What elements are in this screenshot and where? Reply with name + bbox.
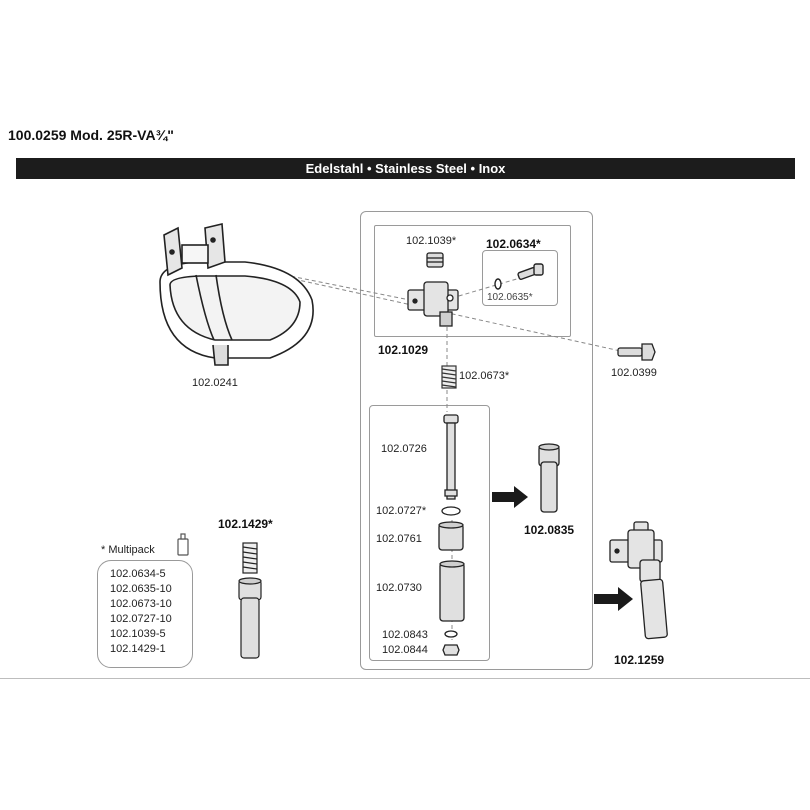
inner-parts-frame — [369, 405, 490, 661]
spring-tube-drawing — [238, 542, 262, 659]
multipack-list: 102.0634-5 102.0635-10 102.0673-10 102.0… — [97, 560, 193, 668]
arrows — [492, 486, 633, 611]
label-tube: 102.0730 — [376, 582, 422, 594]
label-housing: 102.1029 — [378, 343, 429, 357]
list-item: 102.0634-5 — [110, 568, 166, 580]
stack-parts-drawing — [438, 506, 465, 656]
list-item: 102.1039-5 — [110, 628, 166, 640]
label-valve-kit: 102.0634* — [486, 237, 541, 251]
bottom-divider — [0, 678, 810, 679]
label-bowl: 102.0241 — [192, 377, 238, 389]
list-item: 102.0673-10 — [110, 598, 172, 610]
valve-kit-drawing — [494, 263, 544, 290]
pin-drawing — [443, 414, 459, 500]
package-icon — [177, 533, 189, 556]
label-sleeve: 102.0761 — [376, 533, 422, 545]
label-valve-body: 102.1039* — [406, 235, 457, 247]
label-assembly-tube: 102.0835 — [524, 523, 575, 537]
bowl-drawing — [159, 223, 314, 366]
label-ring: 102.0843 — [382, 629, 428, 641]
label-spring-tube: 102.1429* — [218, 517, 273, 531]
label-spring: 102.0673* — [459, 370, 510, 382]
label-complete-valve: 102.1259 — [614, 653, 665, 667]
label-nut: 102.0844 — [382, 644, 428, 656]
spring-drawing — [441, 365, 457, 389]
label-washer: 102.0727* — [376, 505, 427, 517]
list-item: 102.0635-10 — [110, 583, 172, 595]
list-item: 102.1429-1 — [110, 643, 166, 655]
page-title: 100.0259 Mod. 25R-VA¾" — [8, 127, 174, 143]
label-oring: 102.0635* — [487, 292, 533, 303]
multipack-label: * Multipack — [101, 544, 155, 556]
valve-body-drawing — [426, 252, 444, 268]
housing-drawing — [407, 281, 459, 327]
bolt-drawing — [617, 343, 656, 361]
assembly-tube-drawing — [538, 443, 560, 513]
complete-valve-drawing — [609, 521, 668, 640]
material-banner: Edelstahl • Stainless Steel • Inox — [16, 158, 795, 179]
list-item: 102.0727-10 — [110, 613, 172, 625]
housing-subframe — [374, 225, 571, 337]
valve-kit-subframe — [482, 250, 558, 306]
label-pin: 102.0726 — [381, 443, 427, 455]
valve-group-frame — [360, 211, 593, 670]
label-bolt: 102.0399 — [611, 367, 657, 379]
